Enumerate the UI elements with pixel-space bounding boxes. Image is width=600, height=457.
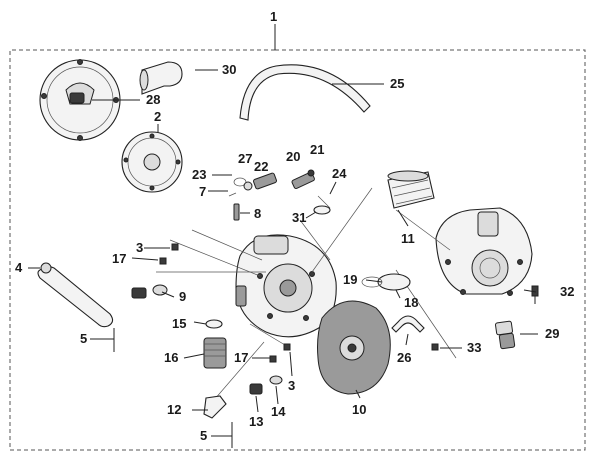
callout-29: 29 (545, 326, 559, 341)
callout-17b: 17 (234, 350, 248, 365)
callout-10: 10 (352, 402, 366, 417)
callout-4: 4 (15, 260, 23, 275)
callout-27: 27 (238, 151, 252, 166)
parts-12-13-14 (203, 375, 283, 419)
assembly-frame (9, 24, 586, 451)
part-32-screw (531, 285, 539, 304)
callout-18: 18 (404, 295, 418, 310)
parts-22-27-7-8 (228, 172, 277, 221)
parts-3-17-screws (159, 243, 291, 363)
callout-5b: 5 (200, 428, 207, 443)
callout-21: 21 (310, 142, 324, 157)
callout-28: 28 (146, 92, 160, 107)
parts-18-19 (361, 273, 411, 291)
part-29-fitting (495, 320, 516, 350)
part-26-clip (391, 315, 425, 333)
callout-26: 26 (397, 350, 411, 365)
callout-11: 11 (401, 231, 415, 246)
main-regulator-body (235, 234, 337, 338)
callout-16: 16 (164, 350, 178, 365)
callout-33: 33 (467, 340, 481, 355)
part-6-housing (435, 207, 533, 296)
part-2-cover (121, 131, 183, 193)
callout-12: 12 (167, 402, 181, 417)
callout-31: 31 (292, 210, 306, 225)
part-9-fitting (131, 284, 168, 299)
part-30-elbow (139, 61, 183, 95)
part-25-hose (239, 64, 371, 121)
callout-9: 9 (179, 289, 186, 304)
callout-17a: 17 (112, 251, 126, 266)
callout-15: 15 (172, 316, 186, 331)
leader-lines (28, 69, 538, 448)
callout-labels: 1 2 3 3 4 5 5 7 8 9 10 11 12 13 14 15 16… (15, 9, 574, 443)
callout-1: 1 (270, 9, 277, 24)
callout-20: 20 (286, 149, 300, 164)
callout-5a: 5 (80, 331, 87, 346)
callout-8: 8 (254, 206, 261, 221)
callout-30: 30 (222, 62, 236, 77)
callout-2: 2 (154, 109, 161, 124)
callout-13: 13 (249, 414, 263, 429)
parts-20-21-24-31 (291, 169, 331, 215)
callout-3b: 3 (288, 378, 295, 393)
callout-19: 19 (343, 272, 357, 287)
part-33-screw (431, 343, 439, 351)
callout-23: 23 (192, 167, 206, 182)
assembly-guide-lines (156, 187, 457, 401)
part-11-bellows (387, 170, 435, 209)
callout-32: 32 (560, 284, 574, 299)
callout-24: 24 (332, 166, 347, 181)
part-4-lever (37, 262, 114, 328)
callout-7: 7 (199, 184, 206, 199)
callout-3a: 3 (136, 240, 143, 255)
callout-25: 25 (390, 76, 404, 91)
part-15-16-filter (203, 319, 227, 369)
callout-22: 22 (254, 159, 268, 174)
part-10-diaphragm (317, 300, 391, 395)
callout-14: 14 (271, 404, 286, 419)
